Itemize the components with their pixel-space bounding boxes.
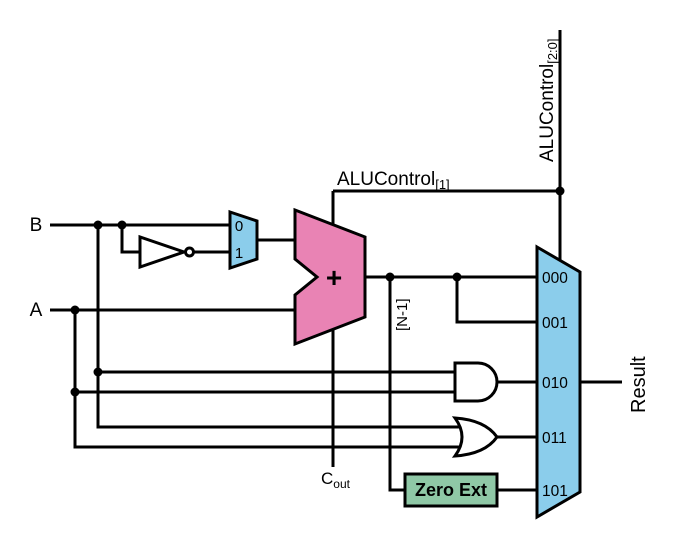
junction-dot — [70, 387, 80, 397]
result-mux-option-011: 011 — [542, 430, 567, 447]
wire-b-to-not — [120, 225, 140, 254]
junction-dot — [555, 186, 565, 196]
wire-signbit-to-zeroext — [388, 277, 406, 492]
alucontrol-bus-label-sub: [2:0] — [545, 38, 560, 63]
cout-label-main: C — [321, 469, 333, 488]
not-gate — [138, 234, 189, 270]
alucontrol1-label: ALUControl[1] — [337, 169, 450, 192]
adder-plus-symbol: + — [326, 262, 342, 293]
result-mux-option-010: 010 — [542, 375, 568, 392]
wire-b-to-or — [96, 225, 464, 429]
junction-dot — [70, 305, 80, 315]
junction-dot — [117, 220, 127, 230]
and-gate — [453, 361, 499, 403]
cout-label: Cout — [321, 469, 351, 491]
not-gate-bubble-icon — [184, 246, 195, 258]
junction-dot — [93, 367, 103, 377]
result-mux-option-101: 101 — [542, 483, 568, 500]
alucontrol-bus-label: ALUControl[2:0] — [537, 38, 560, 162]
sign-bit-label: [N-1] — [394, 298, 411, 331]
input-b-label: B — [30, 215, 43, 236]
junction-dot — [385, 272, 395, 282]
result-mux-option-001: 001 — [542, 315, 568, 332]
result-mux — [535, 244, 582, 520]
input-a-label: A — [30, 300, 43, 321]
zero-ext-box — [403, 472, 499, 508]
invert-mux-option-1: 1 — [235, 245, 243, 262]
result-mux-option-000: 000 — [542, 270, 568, 287]
wire-a-to-or — [73, 310, 464, 449]
result-label: Result — [628, 356, 650, 413]
junction-dot — [452, 272, 462, 282]
b-invert-mux — [228, 209, 259, 271]
cout-label-sub: out — [333, 477, 350, 491]
alucontrol-bus-label-main: ALUControl — [537, 64, 558, 162]
wire-sum-to-mux001 — [455, 277, 537, 324]
alucontrol1-label-sub: [1] — [435, 177, 449, 192]
or-gate — [451, 416, 499, 458]
junction-dots — [70, 186, 565, 397]
alucontrol1-label-main: ALUControl — [337, 169, 435, 190]
zero-ext-label: Zero Ext — [415, 480, 487, 500]
invert-mux-option-0: 0 — [235, 218, 243, 235]
junction-dot — [93, 220, 103, 230]
adder — [293, 207, 367, 347]
